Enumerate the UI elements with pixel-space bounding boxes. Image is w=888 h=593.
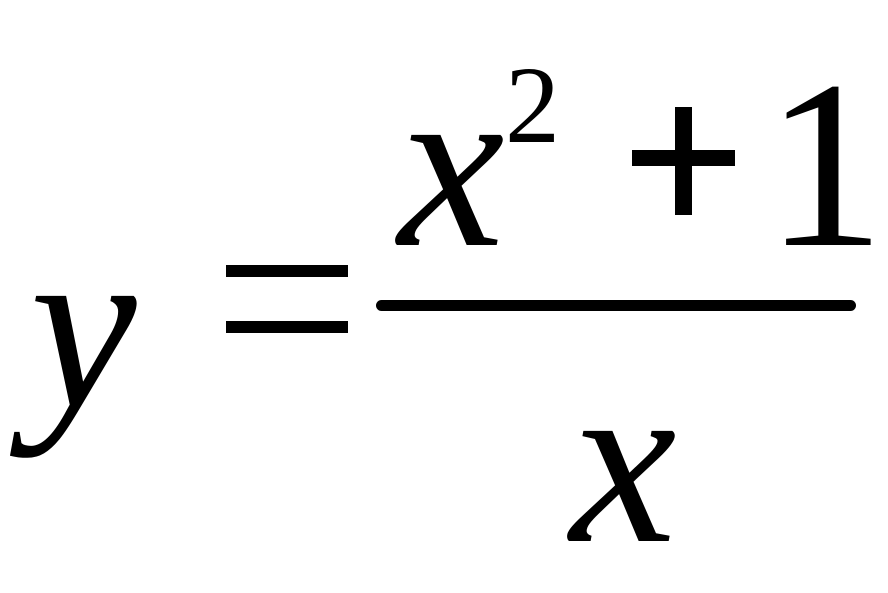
equals-top-bar	[226, 265, 348, 277]
math-formula: y x 2 1 x	[30, 31, 885, 580]
plus-vertical-bar	[675, 107, 692, 215]
numerator-exponent: 2	[505, 44, 560, 166]
numerator-variable: x	[398, 31, 505, 297]
lhs-variable: y	[30, 192, 137, 458]
equals-bottom-bar	[226, 321, 348, 333]
fraction-bar	[376, 300, 856, 311]
denominator-variable: x	[570, 327, 677, 593]
numerator-constant: 1	[765, 31, 885, 297]
